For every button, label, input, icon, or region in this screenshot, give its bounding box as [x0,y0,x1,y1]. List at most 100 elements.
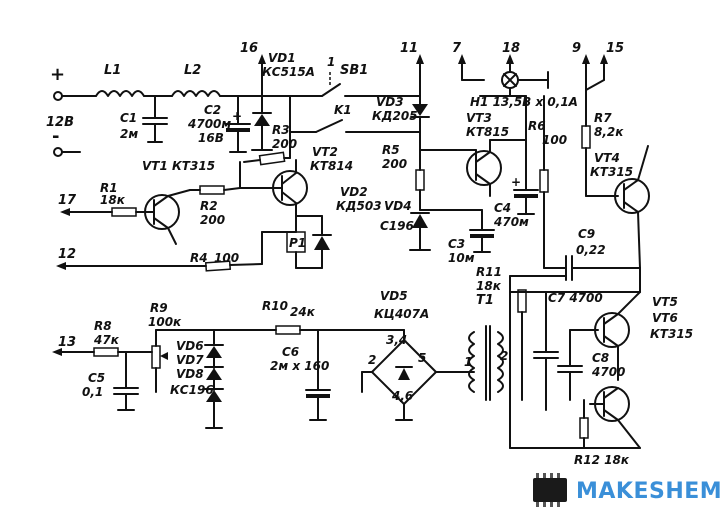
transistor-vt6 [589,386,641,449]
svg-text:100: 100 [214,251,239,265]
svg-text:VD8: VD8 [176,367,204,381]
svg-text:R12 18к: R12 18к [574,453,630,467]
svg-text:L2: L2 [184,63,201,78]
resistor-r12 [509,399,641,449]
svg-text:С196: С196 [380,219,414,233]
svg-text:200: 200 [200,213,225,227]
svg-text:11: 11 [400,41,418,56]
diode-vd3 [410,54,430,151]
svg-text:8,2к: 8,2к [594,125,624,139]
svg-text:R2: R2 [200,199,218,213]
switch-sb1 [321,83,341,97]
potentiometer-r9 [151,329,277,393]
resistor-r8 [52,347,153,357]
svg-text:КС196: КС196 [170,383,214,397]
capacitor-c6 [305,329,331,421]
svg-text:VT2: VT2 [312,145,338,159]
capacitor-c1 [142,95,168,143]
svg-text:R3: R3 [272,123,290,137]
svg-text:1: 1 [464,355,472,369]
svg-text:C7 4700: C7 4700 [548,291,603,305]
svg-text:C9: C9 [578,227,595,241]
inductor-l1 [95,90,145,97]
zener-chain-vd6-vd8 [204,329,224,429]
svg-text:C1: C1 [120,111,137,125]
svg-text:R4: R4 [190,251,208,265]
svg-text:18к: 18к [476,279,502,293]
terminal-9 [582,54,590,91]
svg-text:КД205: КД205 [372,109,418,123]
svg-text:КД503: КД503 [336,199,382,213]
svg-text:КЦ407А: КЦ407А [374,307,429,321]
svg-text:C5: C5 [88,371,105,385]
transistor-vt5 [594,291,641,381]
svg-text:C2: C2 [204,103,221,117]
svg-text:КТ315: КТ315 [650,327,693,341]
svg-text:VD2: VD2 [340,185,368,199]
svg-text:100к: 100к [148,315,182,329]
diode-vd2 [295,215,332,269]
lamp-h1 [479,54,549,97]
svg-text:VD4: VD4 [384,199,412,213]
svg-text:47к: 47к [93,333,120,347]
zener-vd4 [409,209,483,251]
svg-text:R7: R7 [594,111,612,125]
svg-text:R9: R9 [150,301,168,315]
capacitor-c9 [565,255,641,281]
terminal-16 [258,54,266,97]
svg-text:VT3: VT3 [466,111,492,125]
svg-text:VT1 КТ315: VT1 КТ315 [142,159,215,173]
svg-text:13: 13 [58,335,76,350]
svg-text:0,22: 0,22 [576,243,606,257]
svg-text:24к: 24к [290,305,316,319]
svg-text:16: 16 [240,41,258,56]
svg-text:C8: C8 [592,351,609,365]
svg-text:2м: 2м [120,127,138,141]
svg-text:P1: P1 [289,236,306,250]
transistor-vt4 [614,145,650,269]
zener-vd1 [251,95,273,151]
resistor-r7 [581,89,619,197]
resistor-r3 [243,95,291,166]
svg-text:R8: R8 [94,319,112,333]
svg-text:КС515А: КС515А [262,65,315,79]
svg-text:КТ315: КТ315 [590,165,633,179]
svg-text:R6: R6 [528,119,546,133]
svg-text:0,1: 0,1 [82,385,103,399]
svg-text:3,4: 3,4 [386,333,407,347]
svg-text:+: + [232,109,242,123]
svg-text:4700: 4700 [591,365,625,379]
terminal-15 [585,54,608,91]
svg-text:200: 200 [382,157,407,171]
capacitor-c2: + [225,95,251,153]
svg-text:16В: 16В [198,131,224,145]
resistor-r1 [60,207,155,217]
svg-text:КТ815: КТ815 [466,125,509,139]
capacitor-c8 [557,329,599,401]
relay-contact-k1 [289,119,421,133]
svg-text:7: 7 [452,41,462,56]
svg-text:470м: 470м [493,215,529,229]
svg-text:VD6: VD6 [176,339,204,353]
capacitor-c4: + [511,139,539,215]
svg-text:2: 2 [500,349,508,363]
svg-text:+: + [511,175,521,189]
svg-text:2: 2 [368,353,376,367]
svg-text:4,6: 4,6 [391,389,413,403]
resistor-r5 [415,149,425,211]
svg-text:VT5: VT5 [652,295,678,309]
chip-icon [533,473,567,507]
svg-text:12: 12 [58,247,76,262]
svg-text:+: + [50,64,65,85]
transistor-vt3 [419,95,527,197]
resistor-r10 [275,325,405,335]
svg-text:SB1: SB1 [340,63,368,78]
svg-text:K1: K1 [334,103,352,117]
makeshema-logo: MAKESHEMA [533,473,720,507]
svg-text:КТ814: КТ814 [310,159,353,173]
svg-text:-: - [52,126,59,147]
svg-text:VD7: VD7 [176,353,204,367]
svg-text:VD1: VD1 [268,51,296,65]
